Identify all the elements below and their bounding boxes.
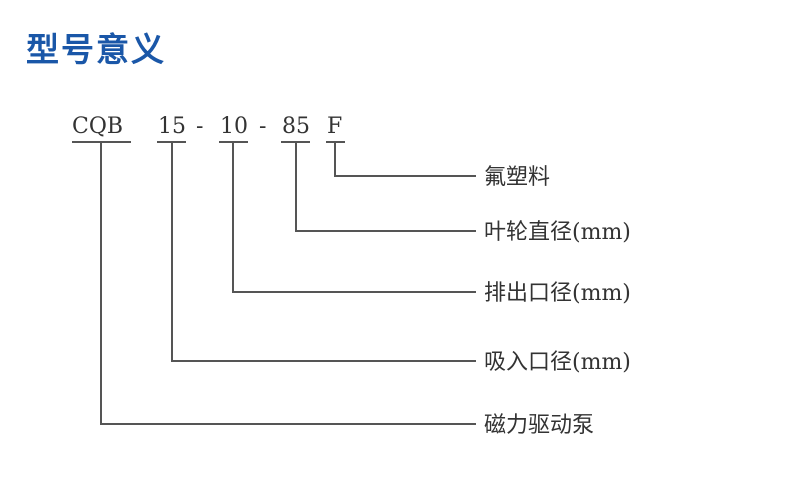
page-title: 型号意义: [26, 30, 166, 69]
code-cqb: CQB: [72, 114, 123, 139]
desc-material: 氟塑料: [484, 165, 550, 190]
desc-outlet-diameter: 排出口径(mm): [484, 281, 631, 306]
leader-cqb: [100, 142, 476, 425]
code-inlet: 15: [158, 114, 186, 139]
desc-inlet-diameter: 吸入口径(mm): [484, 350, 631, 375]
desc-pump-type: 磁力驱动泵: [484, 413, 594, 438]
desc-impeller-diameter: 叶轮直径(mm): [484, 220, 631, 245]
code-separator-1: -: [196, 114, 203, 139]
leader-material: [334, 142, 476, 177]
leader-outlet: [232, 142, 476, 293]
code-separator-2: -: [259, 114, 266, 139]
leader-inlet: [171, 142, 476, 362]
code-impeller: 85: [282, 114, 310, 139]
code-material: F: [327, 114, 342, 139]
leader-impeller: [295, 142, 476, 232]
code-outlet: 10: [220, 114, 248, 139]
